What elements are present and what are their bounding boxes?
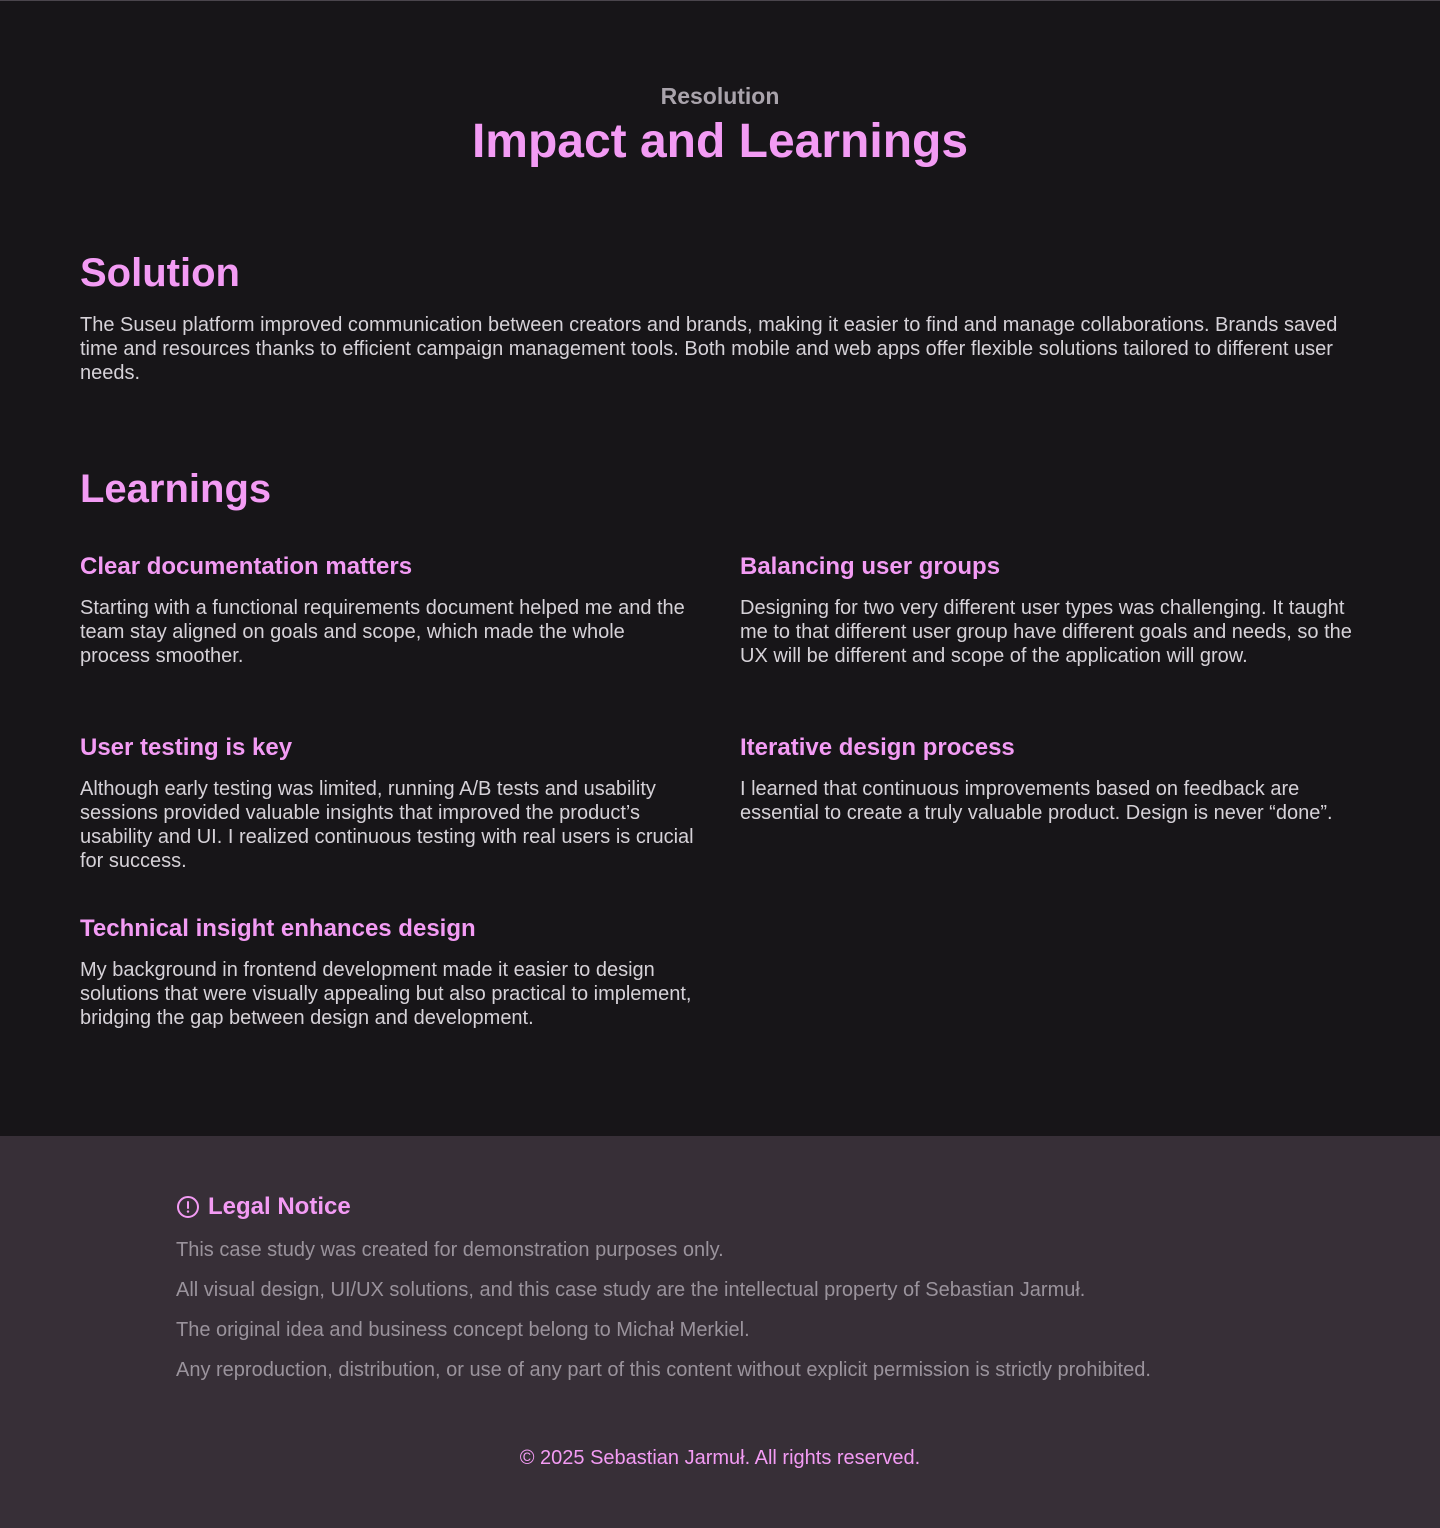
legal-footer: Legal Notice This case study was created… <box>0 1136 1440 1528</box>
learning-card-user-groups: Balancing user groups Designing for two … <box>740 552 1360 668</box>
section-eyebrow: Resolution <box>660 83 780 109</box>
learning-title: Iterative design process <box>740 734 1015 761</box>
learning-text: My background in frontend development ma… <box>80 959 692 1029</box>
learning-card-technical-insight: Technical insight enhances design My bac… <box>80 914 700 1030</box>
learning-card-user-testing: User testing is key Although early testi… <box>80 733 700 873</box>
alert-circle-icon <box>176 1195 200 1219</box>
learning-card-documentation: Clear documentation matters Starting wit… <box>80 552 700 668</box>
solution-text: The Suseu platform improved communicatio… <box>80 314 1338 384</box>
learning-title: Clear documentation matters <box>80 553 413 580</box>
learning-text: I learned that continuous improvements b… <box>740 778 1333 824</box>
legal-notice-title: Legal Notice <box>208 1193 351 1220</box>
page-header: Resolution Impact and Learnings <box>0 81 1440 171</box>
legal-line: This case study was created for demonstr… <box>176 1239 724 1261</box>
legal-notice-body: This case study was created for demonstr… <box>176 1238 1196 1398</box>
learning-title: Technical insight enhances design <box>80 915 476 942</box>
learning-text: Although early testing was limited, runn… <box>80 778 694 872</box>
learning-title: Balancing user groups <box>740 553 1001 580</box>
learning-title: User testing is key <box>80 734 293 761</box>
legal-notice-header: Legal Notice <box>176 1192 351 1222</box>
main-section: Resolution Impact and Learnings Solution… <box>0 1 1440 1136</box>
page-title: Impact and Learnings <box>471 115 969 168</box>
copyright-text: © 2025 Sebastian Jarmuł. All rights rese… <box>519 1447 921 1469</box>
learning-card-iterative-design: Iterative design process I learned that … <box>740 733 1360 825</box>
learnings-heading: Learnings <box>80 467 272 511</box>
legal-line: The original idea and business concept b… <box>176 1319 750 1341</box>
solution-heading: Solution <box>80 251 240 295</box>
learning-text: Designing for two very different user ty… <box>740 597 1352 667</box>
legal-line: Any reproduction, distribution, or use o… <box>176 1359 1151 1381</box>
learning-text: Starting with a functional requirements … <box>80 597 685 667</box>
legal-line: All visual design, UI/UX solutions, and … <box>176 1279 1086 1301</box>
